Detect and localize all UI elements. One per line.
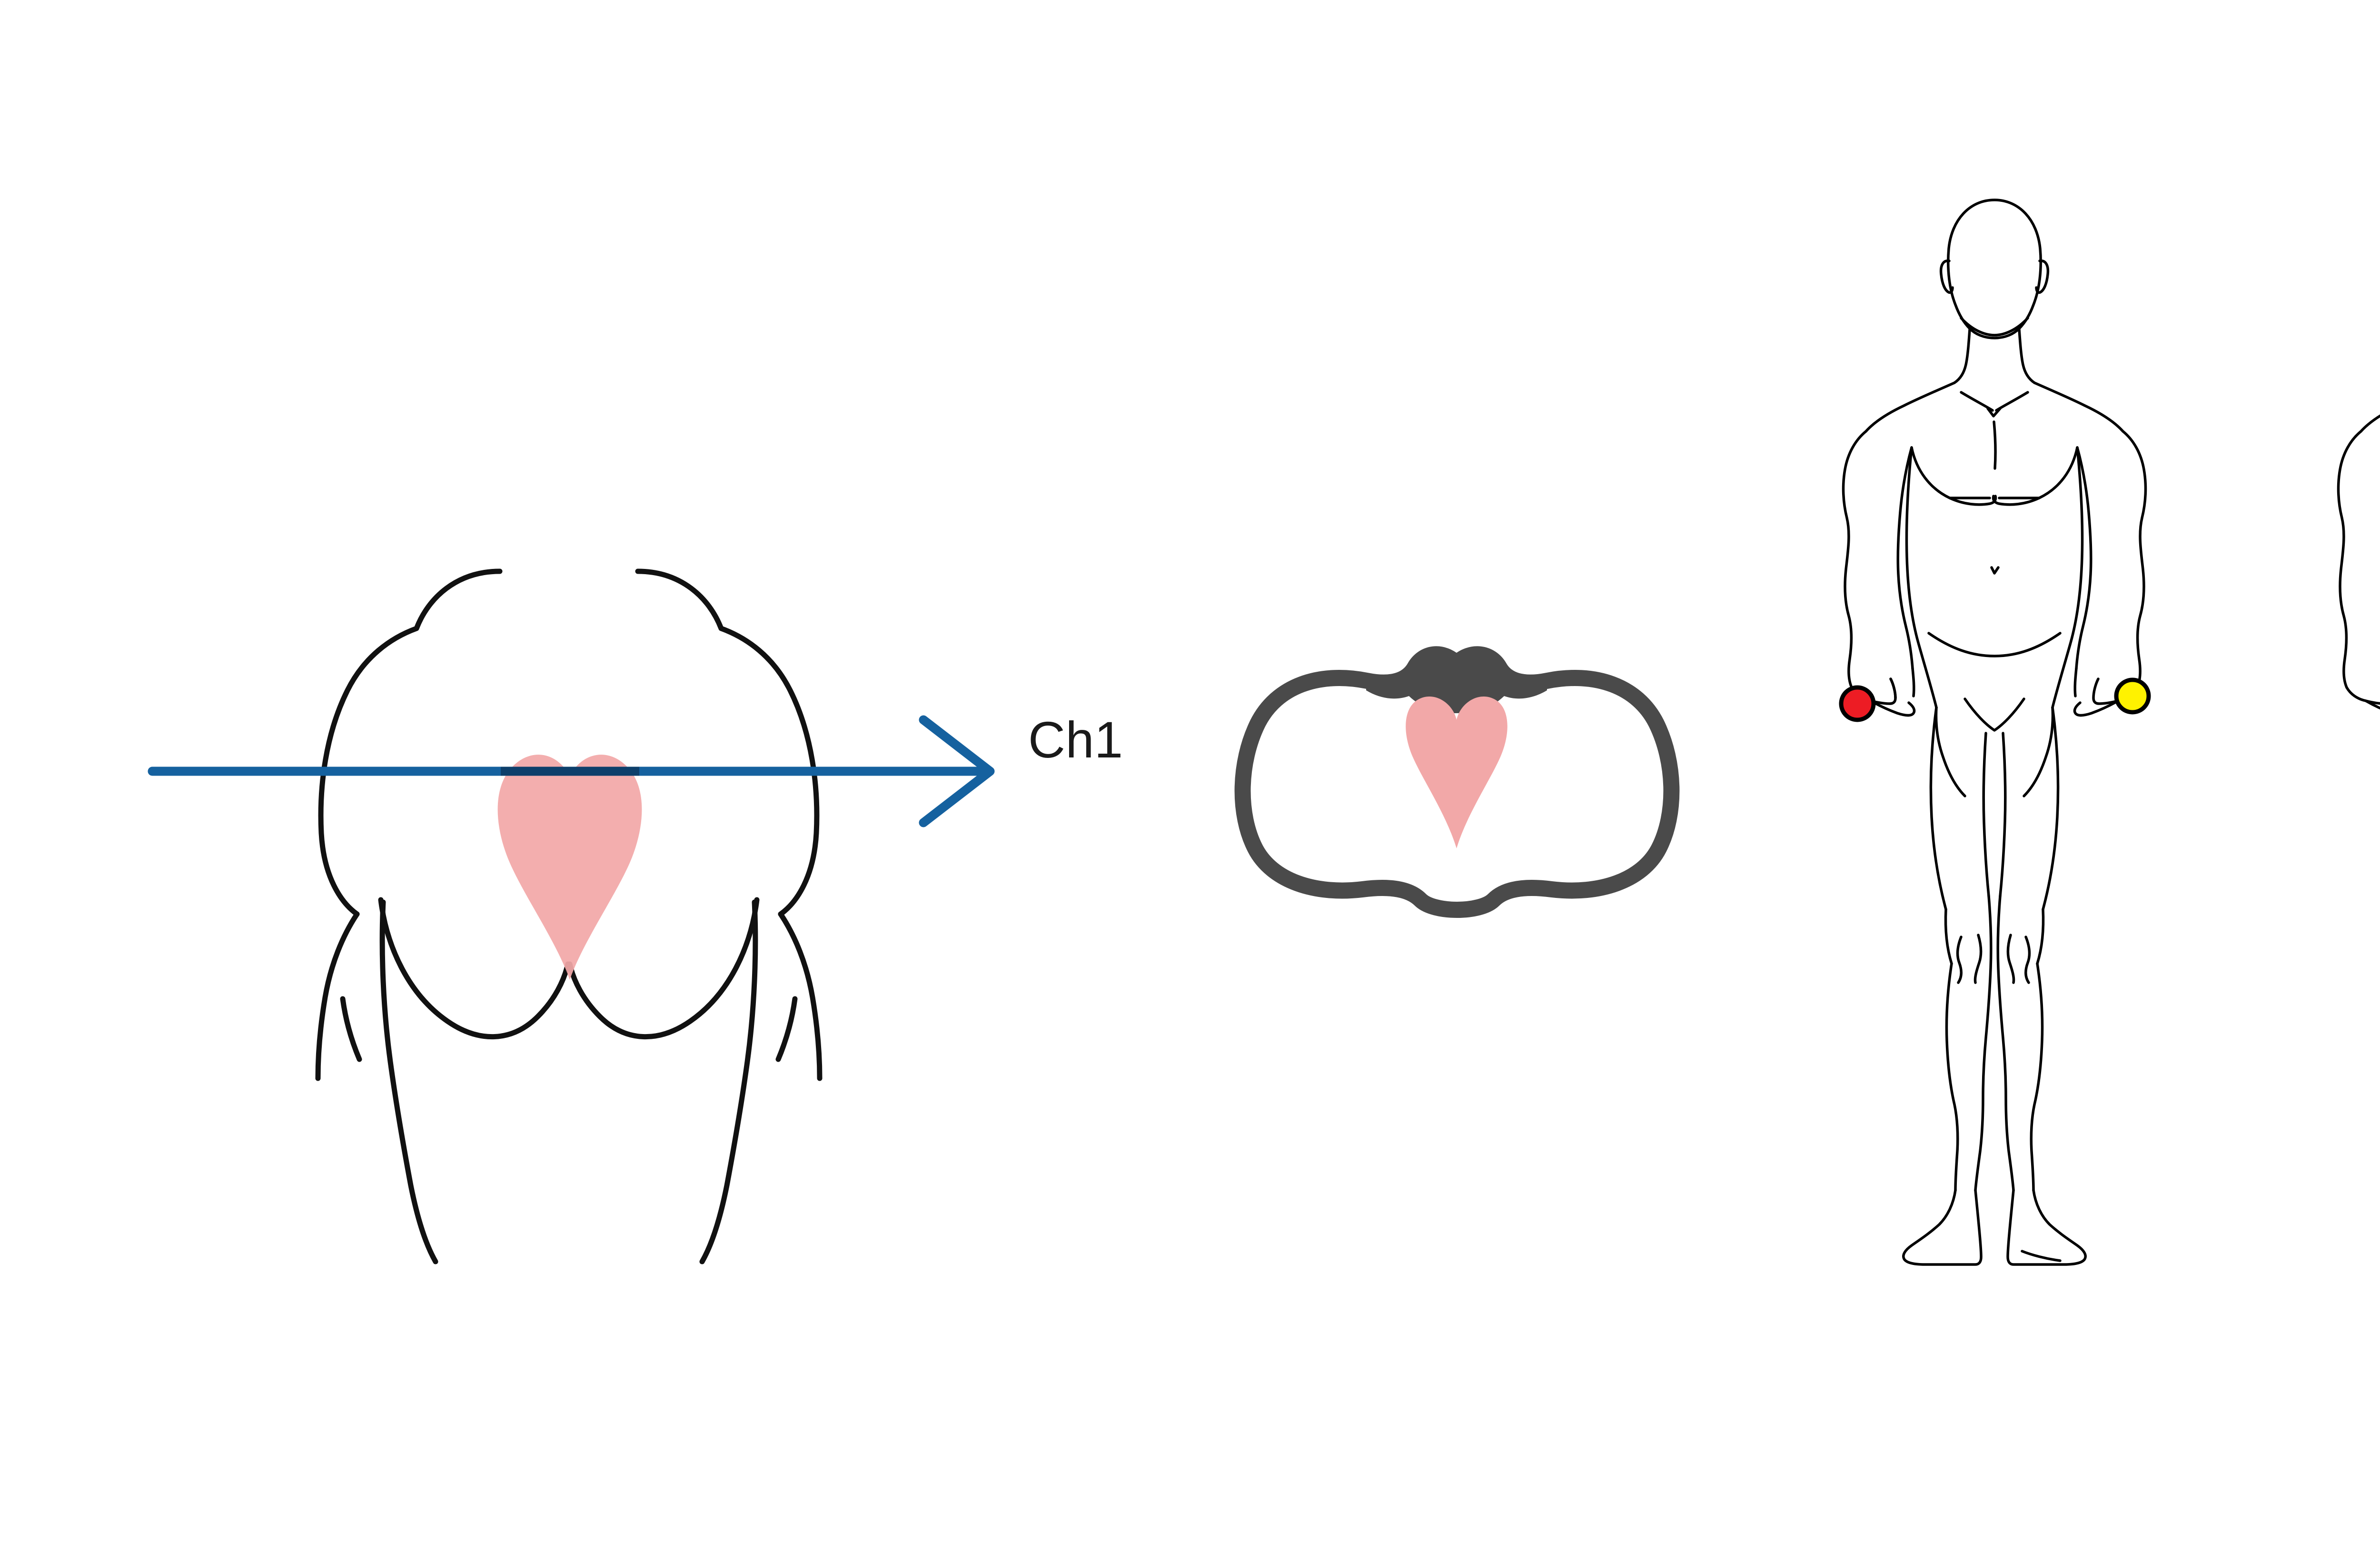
breast-underline-left-path [378,897,571,1039]
body-figure-limb-leads-panel [1818,190,2171,1362]
torso-right-shoulder-path [635,568,820,917]
body-figure-outline-chest [2339,200,2380,1264]
inner-arm-left-path [340,996,362,1062]
channel-label: Ch1 [1028,711,1123,768]
body-figure-chest-leads-panel [2313,190,2380,1362]
torso-left-flank-path [315,911,360,1081]
torso-outline-group [315,568,823,1264]
transverse-cross-section-panel [1219,614,1695,918]
inner-arm-right-path [775,996,798,1062]
section-plane-arrowhead [919,715,995,827]
breast-underline-right-path [567,897,760,1039]
torso-right-waist-path [699,899,758,1264]
electrode-wrist-red[interactable] [1839,685,1876,722]
body-figure-outline-limb [1844,200,2146,1264]
heart-torso-group [497,755,642,980]
electrode-wrist-yellow[interactable] [2114,677,2151,715]
torso-left-waist-path [379,899,438,1264]
heart-cross-section-shape [1406,697,1507,848]
torso-right-flank-path [778,911,823,1081]
thorax-wall-outline [1234,646,1680,918]
torso-left-shoulder-path [318,568,503,917]
heart-torso-shape [497,755,642,980]
frontal-torso-panel [143,500,1214,1264]
sternum-notch-shape [1366,654,1547,713]
